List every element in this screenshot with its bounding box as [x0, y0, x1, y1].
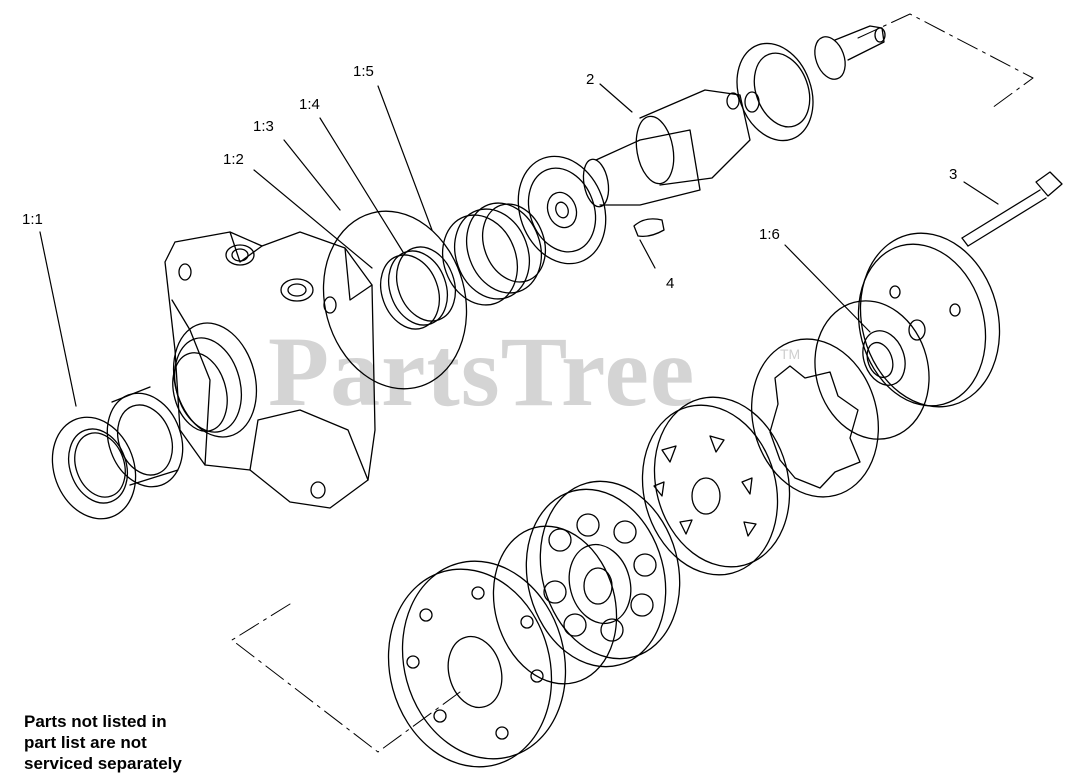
callout-1-5: 1:5	[353, 63, 374, 80]
shaft-part	[582, 129, 701, 208]
large-o-ring	[322, 210, 468, 390]
o-ring-part-1-6	[814, 300, 930, 440]
callout-1-6: 1:6	[759, 226, 780, 243]
spline-shaft-part	[814, 25, 886, 80]
valve-plate-part	[641, 396, 791, 576]
service-note-line: part list are not	[24, 733, 147, 752]
sleeve-part-2	[635, 89, 751, 186]
service-note-line: serviced separately	[24, 754, 182, 773]
bearing-part	[106, 386, 184, 488]
callout-1-2: 1:2	[223, 151, 244, 168]
center-axis-lines	[231, 13, 1034, 753]
watermark-trademark: TM	[780, 346, 801, 362]
gear-part	[736, 42, 814, 142]
housing-part	[164, 231, 376, 509]
callout-2: 2	[586, 71, 595, 88]
callout-1-3: 1:3	[253, 118, 274, 135]
bolt-part-3	[961, 171, 1063, 247]
front-plate-part	[387, 560, 567, 768]
service-note-line: Parts not listed in	[24, 712, 167, 731]
callout-1-1: 1:1	[22, 211, 43, 228]
callout-4: 4	[666, 275, 675, 292]
key-part-4	[633, 218, 665, 238]
end-cap-part	[857, 232, 1001, 408]
watermark: PartsTree	[268, 316, 696, 427]
gerotor-part	[525, 480, 681, 668]
leader-lines	[39, 83, 999, 407]
callout-3: 3	[949, 166, 958, 183]
service-note: Parts not listed in part list are not se…	[24, 711, 264, 774]
thin-o-ring	[492, 525, 618, 685]
spring-ring-part	[380, 246, 456, 330]
roller-bearing-part	[517, 155, 607, 265]
callout-1-4: 1:4	[299, 96, 320, 113]
spring-part	[442, 202, 546, 306]
